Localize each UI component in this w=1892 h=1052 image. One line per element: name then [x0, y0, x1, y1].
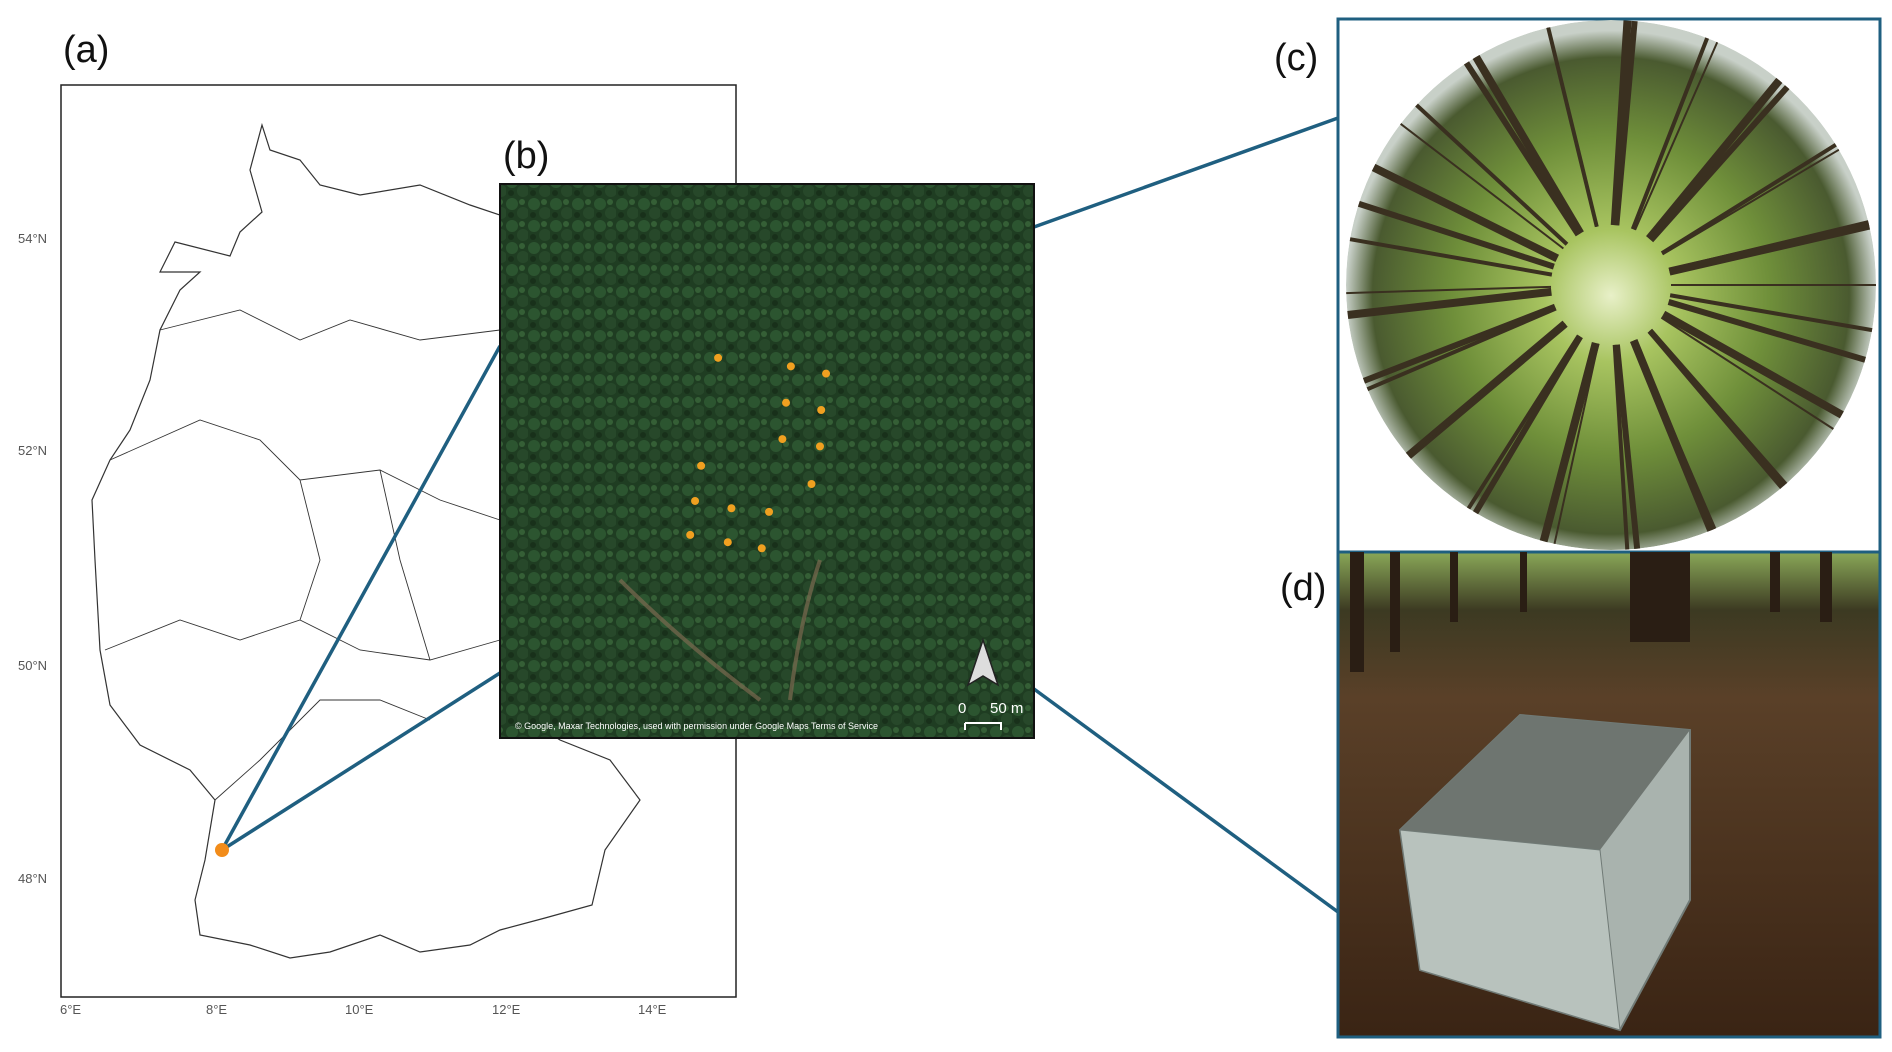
tree-trunk: [1669, 293, 1876, 333]
tree-trunk: [1660, 140, 1842, 255]
tree-trunk: [1634, 37, 1721, 231]
lon-tick: 8°E: [206, 1002, 227, 1017]
plot-marker: [822, 369, 831, 378]
plot-marker: [782, 398, 791, 407]
tree-trunk: [1647, 328, 1788, 493]
lat-ticks: 54°N 52°N 50°N 48°N: [18, 231, 47, 886]
litter-trap-photo: [1336, 550, 1882, 1039]
tree-trunk: [1358, 303, 1557, 386]
plot-marker: [723, 538, 732, 547]
lat-tick: 50°N: [18, 658, 47, 673]
tree-trunk: [1470, 50, 1584, 236]
panel-label-c: (c): [1274, 37, 1318, 79]
lon-tick: 10°E: [345, 1002, 374, 1017]
tree-trunk: [1613, 344, 1641, 550]
hemispherical-photo: [1346, 20, 1876, 550]
tree-trunk: [1630, 32, 1711, 230]
tree-trunk: [1660, 316, 1839, 433]
state-borders: [104, 309, 501, 801]
tree-trunk: [1353, 199, 1555, 270]
satellite-image: © Google, Maxar Technologies, used with …: [499, 183, 1035, 739]
tree-trunk: [1461, 57, 1581, 237]
tree-trunk: [1668, 220, 1876, 276]
plot-marker: [757, 544, 766, 553]
plot-marker: [817, 405, 826, 414]
panel-label-a: (a): [63, 29, 109, 71]
tree-trunk: [1661, 310, 1849, 421]
lat-tick: 54°N: [18, 231, 47, 246]
plot-marker: [686, 530, 695, 539]
plot-marker: [714, 353, 723, 362]
tree-trunk: [1612, 344, 1630, 550]
tree-trunk: [1552, 343, 1600, 549]
tree-trunk: [1346, 287, 1552, 320]
scale-bar: [964, 722, 1002, 730]
tree-trunk: [1633, 339, 1719, 534]
plot-markers: [686, 353, 831, 553]
tree-trunk: [1396, 120, 1564, 250]
tree-trunk: [1361, 306, 1557, 394]
lon-ticks: 6°E 8°E 10°E 12°E 14°E: [60, 1002, 667, 1017]
tree-trunk: [1610, 20, 1632, 226]
tree-trunk: [1545, 22, 1599, 228]
plot-marker: [815, 442, 824, 451]
tree-trunk: [1367, 161, 1560, 262]
scale-label: 50 m: [990, 700, 1023, 717]
attribution-text: © Google, Maxar Technologies, used with …: [515, 721, 878, 731]
lon-tick: 14°E: [638, 1002, 667, 1017]
plot-marker: [807, 479, 816, 488]
tree-trunk: [1662, 146, 1844, 256]
plot-marker: [697, 461, 706, 470]
panel-label-b: (b): [503, 135, 549, 177]
tree-trunk: [1346, 285, 1552, 295]
lat-tick: 48°N: [18, 871, 47, 886]
north-arrow-icon: [966, 637, 1000, 687]
tree-trunk: [1404, 323, 1566, 461]
plot-marker: [765, 507, 774, 516]
tree-trunk: [1346, 236, 1553, 277]
lat-tick: 52°N: [18, 443, 47, 458]
scale-zero: 0: [958, 700, 966, 717]
tree-trunk: [1646, 73, 1786, 242]
tree-trunk: [1667, 299, 1871, 365]
plot-marker: [727, 504, 736, 513]
lon-tick: 6°E: [60, 1002, 81, 1017]
panel-label-d: (d): [1280, 567, 1326, 609]
tree-trunk: [1411, 100, 1569, 246]
plot-marker: [778, 435, 787, 444]
tree-trunk: [1538, 342, 1600, 548]
tree-trunk: [1629, 339, 1717, 537]
connector-lines: [220, 116, 1340, 914]
study-site-marker: [215, 843, 229, 857]
plot-marker: [786, 362, 795, 371]
lon-tick: 12°E: [492, 1002, 521, 1017]
plot-marker: [691, 496, 700, 505]
tree-trunk: [1470, 335, 1583, 519]
